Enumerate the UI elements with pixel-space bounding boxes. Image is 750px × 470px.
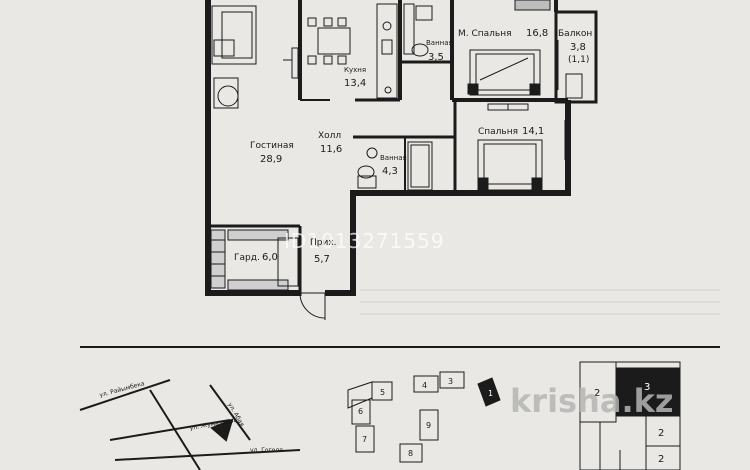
- master-bed-icon: [467, 0, 551, 96]
- sofa-icon: [211, 5, 257, 109]
- floor-key: [579, 361, 681, 470]
- balcony-sub: (1,1): [568, 55, 589, 65]
- kitchen-name: Кухня: [344, 66, 366, 74]
- living-name: Гостиная: [250, 141, 294, 151]
- bath-mid-area: 4,3: [382, 166, 398, 177]
- faint-guide-lines: [360, 289, 720, 315]
- building-4: 4: [422, 381, 427, 390]
- wardrobe-name: Гард.: [234, 253, 260, 263]
- hall-area: 11,6: [320, 144, 342, 155]
- floor-key-cell-2: 3: [644, 382, 650, 393]
- wardrobe-area: 6,0: [262, 252, 278, 263]
- bath-top-name: Ванная: [426, 39, 453, 47]
- balcony-window-icon: [555, 40, 583, 99]
- living-area: 28,9: [260, 154, 282, 165]
- listing-id-watermark: ID1013271559: [284, 229, 445, 253]
- building-6: 6: [358, 407, 363, 416]
- building-7: 7: [362, 435, 367, 444]
- entry-name: Прих.: [310, 238, 337, 248]
- floor-key-cell-1: 2: [594, 388, 600, 399]
- balcony-name: Балкон: [558, 29, 592, 39]
- apartment-walls: [205, 0, 598, 320]
- entry-area: 5,7: [314, 254, 330, 265]
- dining-table-icon: [307, 3, 398, 99]
- building-9: 9: [426, 421, 431, 430]
- brand-watermark: krisha.kz: [510, 382, 674, 420]
- building-8: 8: [408, 449, 413, 458]
- balcony-area: 3,8: [570, 42, 586, 53]
- floor-key-cell-4: 2: [658, 454, 664, 465]
- street-map: [79, 379, 301, 470]
- bathtub-icon: [357, 141, 433, 191]
- building-5: 5: [380, 388, 385, 397]
- tv-icon: [283, 47, 299, 79]
- building-1: 1: [488, 389, 493, 398]
- building-3: 3: [448, 377, 453, 386]
- hall-name: Холл: [318, 131, 341, 141]
- bed-icon: [477, 103, 568, 191]
- bath-top-area: 3,5: [428, 52, 444, 63]
- bedroom-area: 14,1: [522, 126, 544, 137]
- master-bedroom-area: 16,8: [526, 28, 548, 39]
- floor-key-cell-3: 2: [658, 428, 664, 439]
- wardrobe-shelves-icon: [210, 229, 299, 291]
- master-bedroom-name: М. Спальня: [458, 29, 512, 39]
- street-label-3: ул. Гоголя: [250, 447, 283, 454]
- toilet-icon: [403, 3, 433, 57]
- bedroom-name: Спальня: [478, 127, 518, 137]
- site-plan: [347, 371, 501, 463]
- kitchen-area: 13,4: [344, 78, 366, 89]
- bath-mid-name: Ванная: [380, 154, 407, 162]
